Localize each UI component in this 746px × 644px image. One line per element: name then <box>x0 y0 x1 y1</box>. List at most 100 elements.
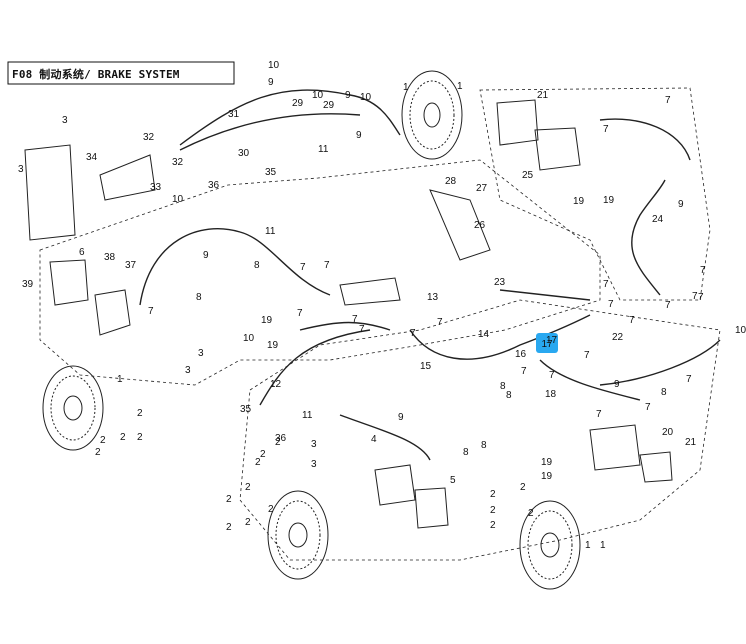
callout-label: 4 <box>371 434 377 445</box>
callout-label: 3 <box>62 115 68 126</box>
callout-label: 11 <box>265 226 276 237</box>
callout-label: 9 <box>345 90 351 101</box>
callout-label: 2 <box>120 432 126 443</box>
callout-label: 19 <box>573 196 585 207</box>
callout-label: 18 <box>545 389 557 400</box>
callout-label: 9 <box>614 379 620 390</box>
callout-label: 25 <box>522 170 534 181</box>
callout-label: 3 <box>18 164 24 175</box>
callout-label: 2 <box>100 435 106 446</box>
callout-label: 14 <box>478 329 490 340</box>
callout-label: 2 <box>226 494 232 505</box>
callout-label: 7 <box>437 317 443 328</box>
callout-label: 2 <box>528 508 534 519</box>
callout-label: 7 <box>603 124 609 135</box>
callout-label: 2 <box>490 505 496 516</box>
callout-label: 7 <box>686 374 692 385</box>
callout-label: 2 <box>490 520 496 531</box>
callout-label: 11 <box>318 144 329 155</box>
callout-label: 16 <box>515 349 527 360</box>
callout-label: 32 <box>172 157 184 168</box>
callout-label: 21 <box>685 437 697 448</box>
callout-label: 7 <box>352 314 358 325</box>
callout-label: 32 <box>143 132 155 143</box>
callout-label: 33 <box>150 182 162 193</box>
callout-label: 7 <box>700 265 706 276</box>
callout-label: 1 <box>403 82 409 93</box>
callout-label: 29 <box>292 98 304 109</box>
callout-label: 9 <box>678 199 684 210</box>
callout-label: 36 <box>275 433 287 444</box>
callout-label: 19 <box>541 471 553 482</box>
callout-label: 26 <box>474 220 486 231</box>
callout-label: 8 <box>463 447 469 458</box>
callout-label: 7 <box>300 262 306 273</box>
callout-label: 1 <box>600 540 606 551</box>
callout-label: 7 <box>645 402 651 413</box>
callout-label: 3 <box>198 348 204 359</box>
callout-label: 7 <box>410 328 416 339</box>
callout-label: 11 <box>302 410 313 421</box>
callout-label: 34 <box>86 152 98 163</box>
callout-label: 22 <box>612 332 624 343</box>
page-title: F08 制动系统/ BRAKE SYSTEM <box>12 68 180 81</box>
callout-label: 19 <box>603 195 615 206</box>
callout-label: 7 <box>521 366 527 377</box>
callout-label: 35 <box>265 167 277 178</box>
callout-label: 9 <box>203 250 209 261</box>
callout-label: 9 <box>356 130 362 141</box>
callout-label: 3 <box>311 439 317 450</box>
callout-label: 9 <box>268 77 274 88</box>
callout-label: 12 <box>270 379 282 390</box>
callout-label: 1 <box>457 81 463 92</box>
callout-label: 19 <box>267 340 279 351</box>
callout-label: 13 <box>427 292 439 303</box>
callout-label: 7 <box>359 324 365 335</box>
highlight-marker[interactable] <box>536 333 558 353</box>
callout-label: 31 <box>228 109 240 120</box>
assembly-outline <box>39 87 721 561</box>
callout-label: 7 <box>665 300 671 311</box>
callout-label: 2 <box>226 522 232 533</box>
callout-label: 1 <box>585 540 591 551</box>
callout-label: 2 <box>260 449 266 460</box>
callout-label: 2 <box>268 504 274 515</box>
calipers <box>24 99 673 529</box>
callout-label: 29 <box>323 100 335 111</box>
callout-label: 5 <box>450 475 456 486</box>
callout-label: 8 <box>506 390 512 401</box>
callout-label: 8 <box>500 381 506 392</box>
callout-label: 8 <box>661 387 667 398</box>
highlight-label: 17 <box>541 339 553 350</box>
callout-label: 10 <box>360 92 372 103</box>
callout-label: 17 <box>546 335 558 346</box>
callout-label: 3 <box>311 459 317 470</box>
callout-label: 2 <box>137 408 143 419</box>
callout-label: 7 <box>603 279 609 290</box>
callout-label: 2 <box>490 489 496 500</box>
callout-label: 10 <box>735 325 746 336</box>
callout-label: 7 <box>324 260 330 271</box>
callout-label: 7 <box>584 350 590 361</box>
callout-label: 1 <box>117 374 123 385</box>
callout-label: 24 <box>652 214 664 225</box>
callout-label: 8 <box>481 440 487 451</box>
brake-discs <box>42 70 581 590</box>
callout-label: 7 <box>596 409 602 420</box>
callout-label: 9 <box>398 412 404 423</box>
callout-label: 10 <box>268 60 280 71</box>
callout-label: 2 <box>95 447 101 458</box>
callout-label: 7 <box>549 370 555 381</box>
callout-label: 8 <box>196 292 202 303</box>
callout-label: 39 <box>22 279 34 290</box>
callout-label: 30 <box>238 148 250 159</box>
callout-label: 15 <box>420 361 432 372</box>
callout-label: 7 <box>629 315 635 326</box>
callout-label: 10 <box>312 90 324 101</box>
callout-label: 2 <box>137 432 143 443</box>
callout-label: 7 <box>692 291 698 302</box>
callout-label: 7 <box>148 306 154 317</box>
callout-label: 19 <box>261 315 273 326</box>
callout-label: 6 <box>79 247 85 258</box>
